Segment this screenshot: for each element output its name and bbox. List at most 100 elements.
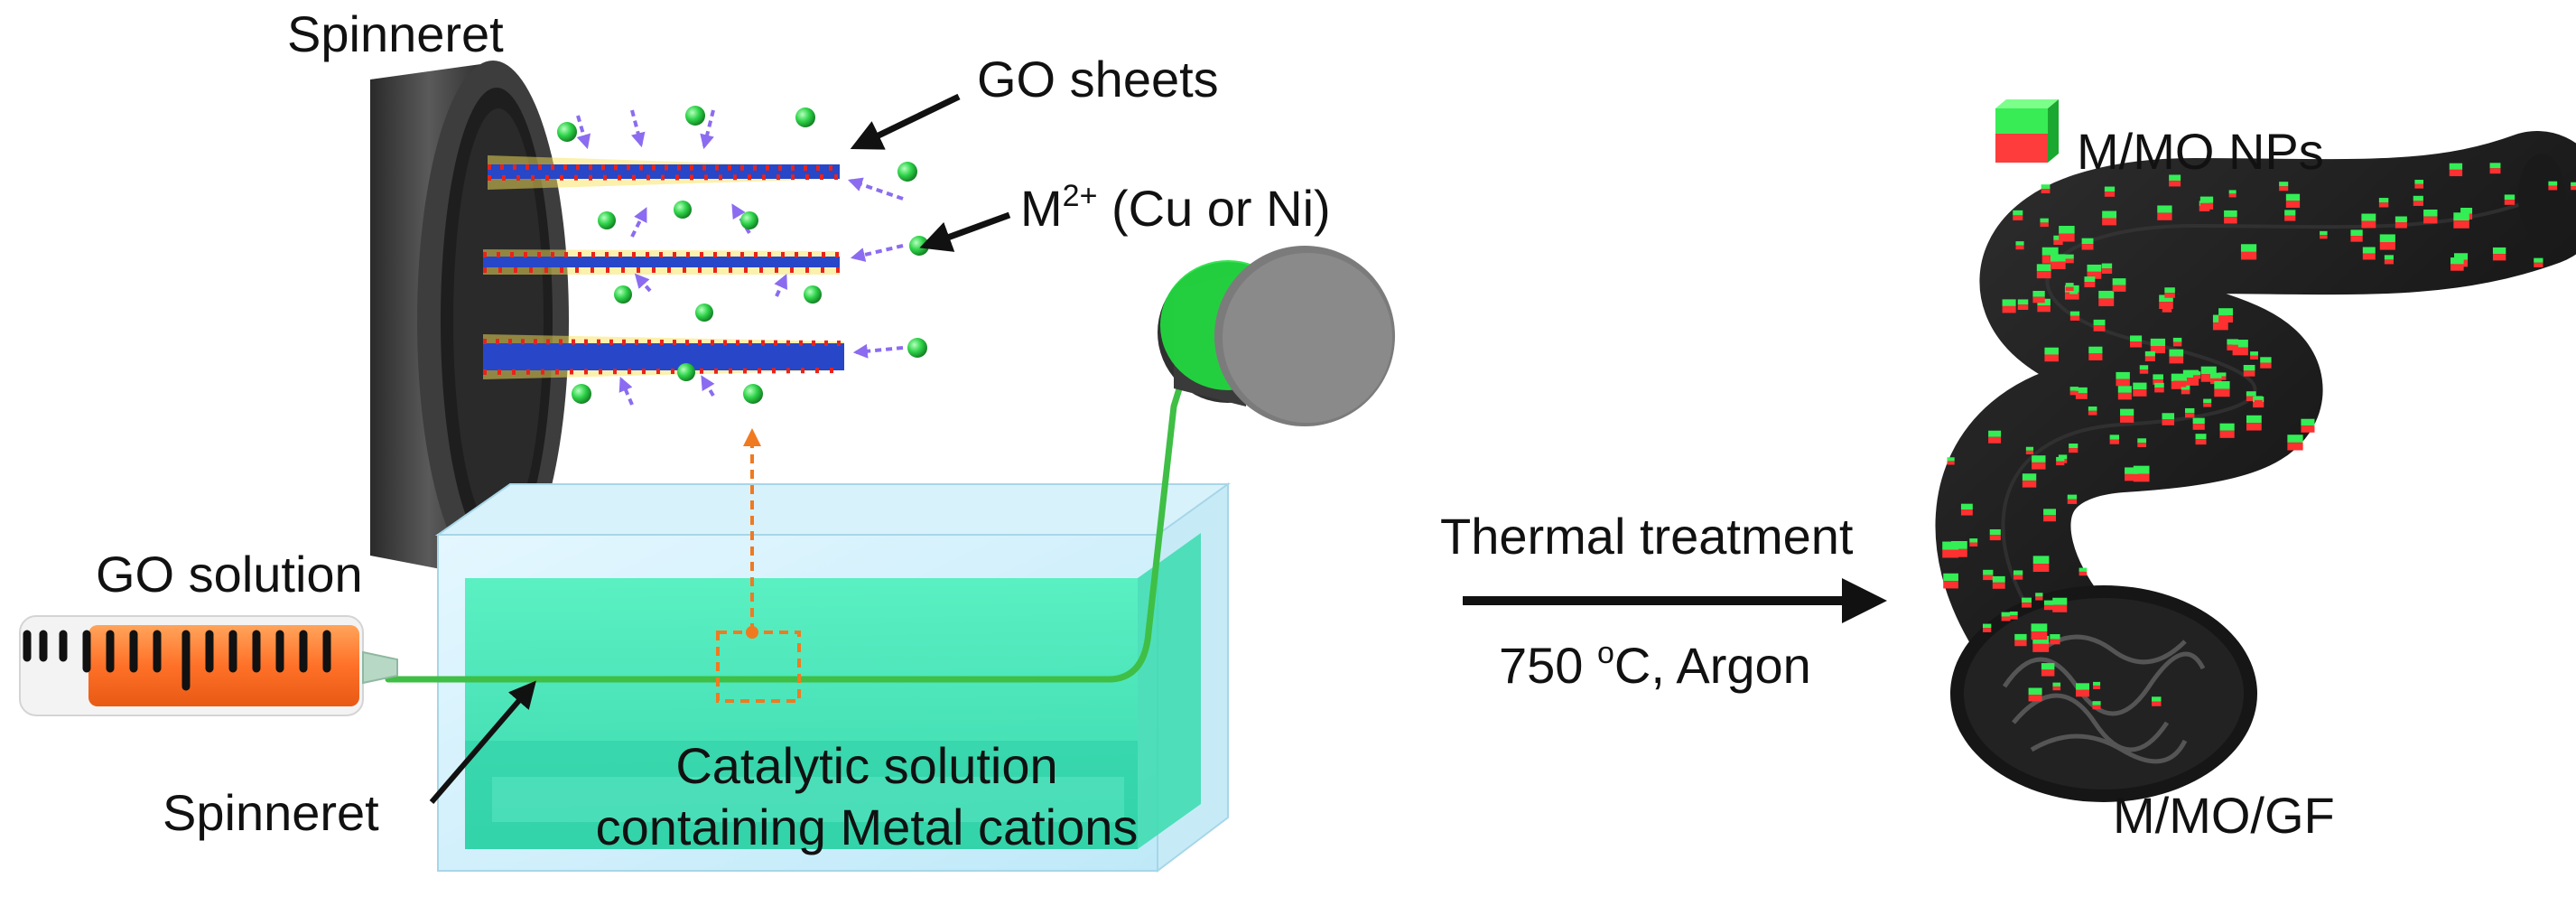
nanoparticle: [2001, 612, 2011, 621]
nanoparticle: [2052, 597, 2068, 612]
magnification-box: [716, 631, 801, 703]
nanoparticle: [2002, 299, 2016, 313]
nanoparticle: [2043, 600, 2054, 611]
nanoparticle: [2450, 257, 2464, 271]
nanoparticle: [1951, 540, 1967, 557]
nanoparticle: [2227, 339, 2238, 350]
nanoparticles-on-fiber: [1942, 163, 2576, 710]
nanoparticle: [2069, 290, 2078, 299]
nanoparticle: [2067, 494, 2078, 504]
nanoparticle: [2350, 229, 2363, 242]
nanoparticle: [2423, 209, 2438, 224]
nanoparticle: [2041, 663, 2055, 677]
metal-ion-pointer-arrow: [919, 211, 1011, 252]
nanoparticle: [2084, 276, 2096, 288]
spinneret-bottom-label: Spinneret: [163, 784, 379, 841]
nanoparticle: [2139, 365, 2149, 374]
nanoparticle: [2361, 213, 2376, 229]
nanoparticle: [2093, 319, 2106, 332]
nanoparticle: [2052, 682, 2061, 691]
nanoparticle: [2246, 391, 2256, 402]
nanoparticle: [2150, 338, 2166, 354]
nanoparticle: [2088, 346, 2103, 360]
temperature-atmosphere-label: 750 oC, Argon: [1499, 636, 1811, 694]
nanoparticle: [2260, 357, 2272, 369]
nanoparticle: [2414, 180, 2424, 189]
nanoparticle: [2133, 465, 2150, 482]
spinneret-illustration: [370, 61, 569, 581]
nanoparticle: [2224, 210, 2237, 224]
nanoparticle: [2144, 350, 2155, 361]
go-sheets-illustration: [482, 155, 845, 379]
nanoparticle: [2228, 190, 2237, 198]
nanoparticle: [2181, 385, 2190, 395]
nanoparticle: [1942, 541, 1959, 558]
nanoparticle: [2279, 182, 2289, 192]
nanoparticle: [2069, 387, 2078, 396]
nanoparticle: [2169, 174, 2181, 187]
nanoparticle: [2081, 238, 2094, 250]
nanoparticle: [2192, 371, 2201, 379]
nanoparticle: [2078, 567, 2088, 576]
nanoparticle: [2051, 254, 2066, 270]
nanoparticle: [2017, 299, 2029, 311]
nanoparticle: [2013, 570, 2023, 580]
nanoparticle: [2065, 283, 2074, 292]
nanoparticle: [2104, 186, 2116, 197]
nanoparticle: [2075, 387, 2088, 399]
metal-ion-label: M2+ (Cu or Ni): [1020, 179, 1331, 237]
graphene-fiber-strand: [385, 344, 1195, 683]
product-label: M/MO/GF: [2113, 787, 2335, 844]
catalytic-solution-label-line1: Catalytic solution: [675, 737, 1058, 794]
nanoparticle: [2449, 163, 2463, 177]
nanoparticle: [2218, 308, 2233, 323]
nanoparticle: [2013, 210, 2023, 220]
nanoparticle: [2395, 216, 2407, 229]
nanoparticle: [2088, 406, 2097, 416]
nanoparticle: [2032, 635, 2050, 652]
nanoparticle: [2164, 287, 2175, 298]
nanoparticle: [2203, 398, 2212, 407]
nanoparticle: [2153, 374, 2163, 385]
go-sheets-label: GO sheets: [977, 51, 1219, 107]
collection-reel: [1158, 246, 1395, 426]
nanoparticle: [2199, 196, 2214, 210]
nanoparticle: [2362, 247, 2376, 260]
nanoparticle: [2069, 443, 2078, 453]
nanoparticle: [2378, 198, 2389, 208]
nanoparticle: [2169, 349, 2184, 364]
nanoparticle: [2112, 278, 2126, 292]
nanoparticle: [2159, 294, 2173, 310]
nanoparticle: [2022, 473, 2037, 488]
nanoparticle: [2069, 311, 2080, 321]
nanoparticle: [2125, 467, 2138, 481]
nanoparticle: [2453, 212, 2469, 229]
nanoparticle: [2043, 509, 2057, 522]
nanoparticle: [2076, 683, 2089, 697]
nanoparticle: [2010, 611, 2018, 620]
nanoparticle: [2192, 417, 2205, 430]
nanoparticle: [2243, 364, 2255, 377]
nanoparticle: [1982, 623, 1992, 632]
np-legend-cube: [1995, 99, 2059, 163]
nanoparticle: [2219, 423, 2235, 438]
nanoparticle: [2214, 381, 2230, 397]
nanoparticle: [2025, 446, 2034, 454]
nanoparticle: [1947, 457, 1955, 465]
nanoparticle: [2028, 687, 2042, 702]
nanoparticle: [2320, 230, 2328, 239]
spinneret-pointer-arrow: [429, 680, 536, 804]
coagulation-bath: [434, 482, 1232, 874]
nanoparticle: [2022, 597, 2032, 608]
nanoparticle: [2254, 396, 2263, 405]
nanoparticle: [2044, 347, 2059, 362]
nanoparticle: [2032, 290, 2045, 304]
nanoparticle: [1960, 503, 1973, 516]
nanoparticle: [2240, 244, 2257, 260]
nanoparticle: [2285, 193, 2301, 208]
nanoparticle: [2489, 163, 2501, 174]
nanoparticle: [2173, 374, 2187, 388]
nanoparticle: [2172, 337, 2182, 347]
nanoparticle: [2548, 181, 2558, 191]
